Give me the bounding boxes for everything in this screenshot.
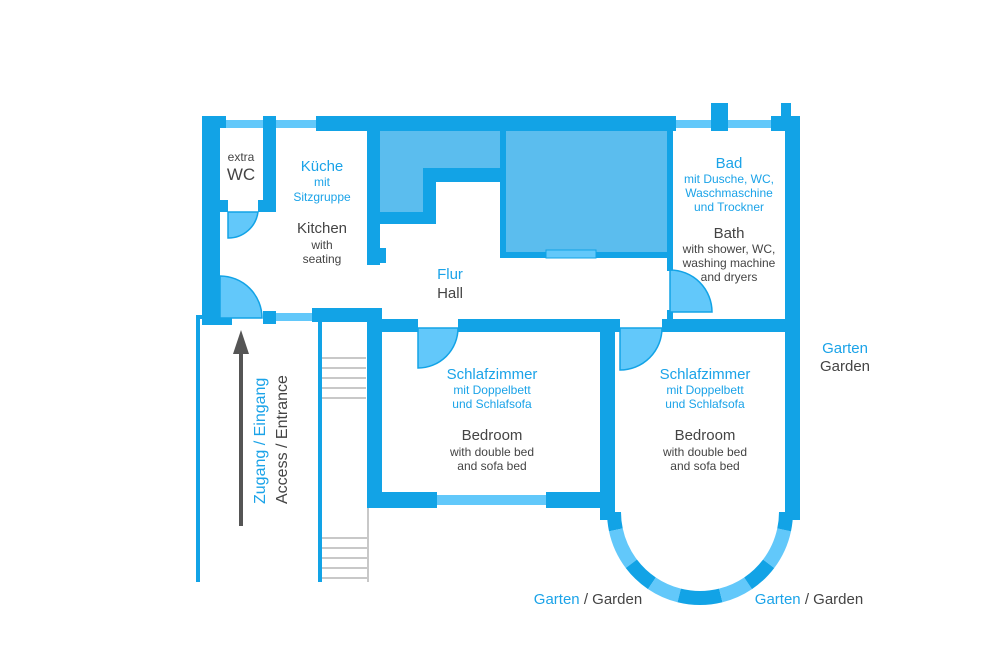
kitchen-sub-en-2: seating xyxy=(302,252,342,266)
bay-window-arc xyxy=(607,511,793,605)
bedroom1-sub-en-2: and sofa bed xyxy=(457,459,527,473)
garden-bottom-right-de: Garten xyxy=(754,591,801,608)
bath-sub-en-3: and dryers xyxy=(700,270,758,284)
garden-bottom-right-en: Garden xyxy=(813,591,864,608)
windows xyxy=(222,120,773,505)
bedroom1-door xyxy=(417,327,459,369)
walls xyxy=(202,103,800,520)
hall-title-de: Flur xyxy=(437,266,463,283)
entrance-label-en: Access / Entrance xyxy=(274,375,291,504)
bath-title-en: Bath xyxy=(713,225,745,242)
bath-sub-de-2: Waschmaschine xyxy=(685,186,773,200)
bedroom2-title-de: Schlafzimmer xyxy=(659,366,751,383)
hall-title-en: Hall xyxy=(437,285,463,302)
garden-bottom-right: Garten / Garden xyxy=(755,591,863,608)
doors xyxy=(219,211,713,371)
bath-sub-en-1: with shower, WC, xyxy=(682,242,776,256)
bay-window-segment xyxy=(609,528,638,568)
bay-wall-segment xyxy=(743,559,775,590)
bedroom2-title-en: Bedroom xyxy=(674,427,736,444)
bay-window-segment xyxy=(647,577,682,603)
wc-label-small: extra xyxy=(227,150,255,164)
bay-window-segment xyxy=(718,577,753,603)
entrance-door xyxy=(219,275,263,319)
bedroom1-sub-de-1: mit Doppelbett xyxy=(453,383,531,397)
garden-bottom-left-de: Garten xyxy=(533,591,580,608)
wc-label: WC xyxy=(226,165,256,184)
bedroom2-sub-en-1: with double bed xyxy=(662,445,748,459)
stairs xyxy=(322,357,369,582)
bedroom1-sub-de-2: und Schlafsofa xyxy=(452,397,532,411)
bedroom1-title-en: Bedroom xyxy=(461,427,523,444)
wc-door xyxy=(227,211,259,239)
garden-bottom-right-sep: / xyxy=(800,591,814,608)
garden-bottom-left-en: Garden xyxy=(592,591,643,608)
bath-door xyxy=(669,269,713,313)
bath-sub-de-3: und Trockner xyxy=(693,200,765,214)
kitchen-sub-en-1: with xyxy=(311,238,333,252)
bay-window-segment xyxy=(762,528,791,568)
kitchen-title-de: Küche xyxy=(300,158,344,175)
kitchen-sub-de-1: mit xyxy=(314,175,330,189)
bedroom2-sub-de-2: und Schlafsofa xyxy=(665,397,745,411)
kitchen-counter xyxy=(378,129,502,224)
kitchen-sub-de-2: Sitzgruppe xyxy=(293,190,351,204)
kitchen-title-en: Kitchen xyxy=(296,220,348,237)
bath-sub-en-2: washing machine xyxy=(682,256,776,270)
bath-title-de: Bad xyxy=(715,155,743,172)
entrance-label-de: Zugang / Eingang xyxy=(252,377,269,504)
bedroom1-title-de: Schlafzimmer xyxy=(446,366,538,383)
garden-bottom-left: Garten / Garden xyxy=(534,591,642,608)
bedroom2-door xyxy=(619,327,663,371)
bay-wall-segment xyxy=(607,511,623,532)
bedroom2-sub-en-2: and sofa bed xyxy=(670,459,740,473)
garden-right-de: Garten xyxy=(822,340,868,357)
garden-right-en: Garden xyxy=(819,358,871,375)
bedroom2-sub-de-1: mit Doppelbett xyxy=(666,383,744,397)
bay-wall-segment xyxy=(777,511,793,532)
bay-wall-segment xyxy=(625,559,657,590)
entrance-path xyxy=(196,315,322,582)
garden-bottom-left-sep: / xyxy=(579,591,593,608)
bedroom1-sub-en-1: with double bed xyxy=(449,445,535,459)
entrance-arrow xyxy=(233,330,249,526)
bay-wall-segment xyxy=(677,588,723,605)
storage-block xyxy=(500,129,672,259)
bath-sub-de-1: mit Dusche, WC, xyxy=(683,172,775,186)
